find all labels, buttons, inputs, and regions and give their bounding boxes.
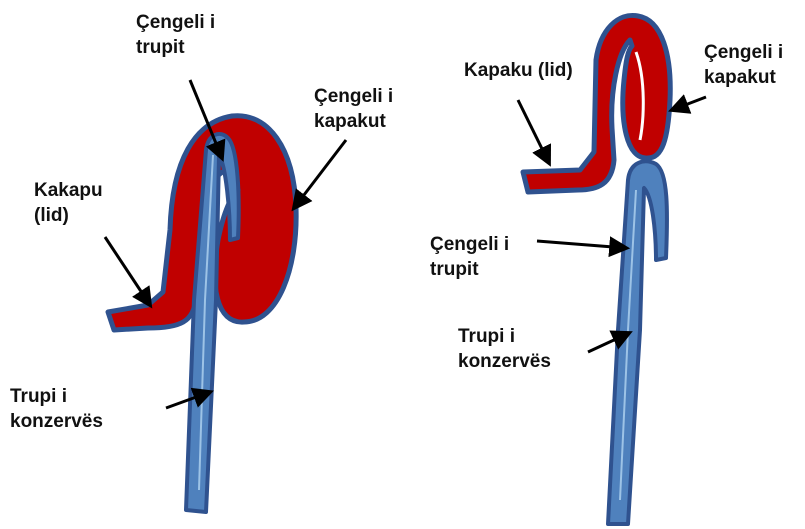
left-body-hook-label: Çengeli i trupit [136, 10, 215, 60]
label-line: kapakut [704, 65, 783, 90]
label-line: Çengeli i [136, 10, 215, 35]
right-can-body [608, 161, 667, 524]
label-line: Trupi i [10, 384, 103, 409]
arrow-left-lid-hook [294, 140, 346, 208]
right-lid-label: Kapaku (lid) [464, 58, 573, 83]
left-seam-figure [108, 116, 296, 512]
right-seam-figure [523, 15, 670, 524]
right-lid-hook-label: Çengeli i kapakut [704, 40, 783, 90]
label-line: kapakut [314, 109, 393, 134]
right-body-hook-label: Çengeli i trupit [430, 232, 509, 282]
left-body-label: Trupi i konzervës [10, 384, 103, 434]
label-line: Çengeli i [704, 40, 783, 65]
arrow-right-lid [518, 100, 549, 163]
arrow-right-body-hook [537, 241, 626, 248]
label-line: trupit [136, 35, 215, 60]
left-lid-label: Kakapu (lid) [34, 178, 103, 228]
label-line: Kakapu [34, 178, 103, 203]
arrow-right-lid-hook [672, 97, 706, 110]
label-line: (lid) [34, 203, 103, 228]
left-lid-hook-label: Çengeli i kapakut [314, 84, 393, 134]
label-line: Çengeli i [430, 232, 509, 257]
label-line: trupit [430, 257, 509, 282]
label-line: Kapaku (lid) [464, 58, 573, 83]
arrow-left-lid [105, 237, 150, 305]
label-line: konzervës [10, 409, 103, 434]
label-line: konzervës [458, 349, 551, 374]
label-line: Çengeli i [314, 84, 393, 109]
right-body-label: Trupi i konzervës [458, 324, 551, 374]
label-line: Trupi i [458, 324, 551, 349]
